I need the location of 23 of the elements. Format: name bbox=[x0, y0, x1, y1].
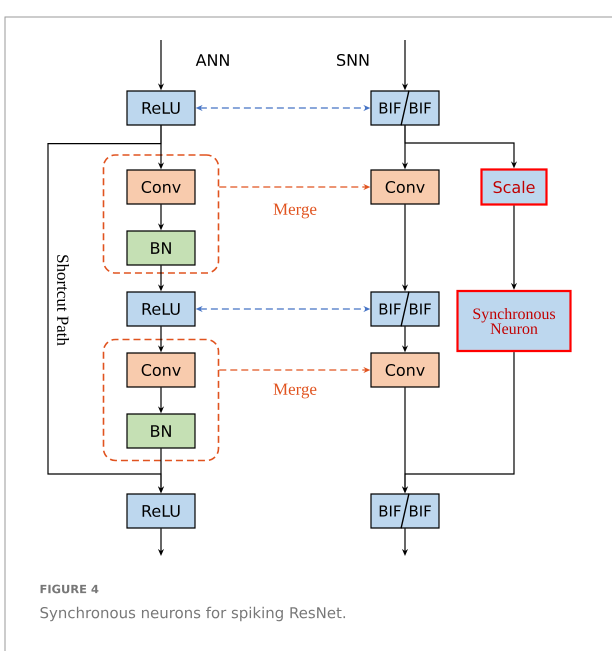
dashed-group-box bbox=[102, 338, 220, 462]
conv-box: Conv bbox=[370, 169, 440, 205]
norm-box: BN bbox=[126, 413, 196, 449]
dashed-group-box bbox=[102, 154, 220, 274]
caption: Synchronous neurons for spiking ResNet. bbox=[40, 606, 346, 622]
edge-label: Shortcut Path bbox=[57, 255, 69, 346]
neuron-box: BIF BIF bbox=[370, 291, 440, 327]
scale-box: Scale bbox=[480, 168, 548, 206]
conv-box: Conv bbox=[126, 352, 196, 388]
edge-label: Merge bbox=[274, 204, 316, 218]
activation-box: ReLU bbox=[126, 90, 196, 126]
conv-box: Conv bbox=[370, 352, 440, 388]
edge-label: Merge bbox=[274, 384, 316, 398]
neuron-box: BIF BIF bbox=[370, 493, 440, 529]
column-heading: SNN bbox=[337, 54, 368, 66]
activation-box: ReLU bbox=[126, 291, 196, 327]
norm-box: BN bbox=[126, 230, 196, 266]
figure-number: FIGURE 4 bbox=[40, 584, 98, 594]
column-heading: ANN bbox=[196, 54, 229, 66]
neuron-box: BIF BIF bbox=[370, 90, 440, 126]
neuron-box: Synchronous Neuron bbox=[456, 290, 572, 352]
activation-box: ReLU bbox=[126, 493, 196, 529]
conv-box: Conv bbox=[126, 169, 196, 205]
